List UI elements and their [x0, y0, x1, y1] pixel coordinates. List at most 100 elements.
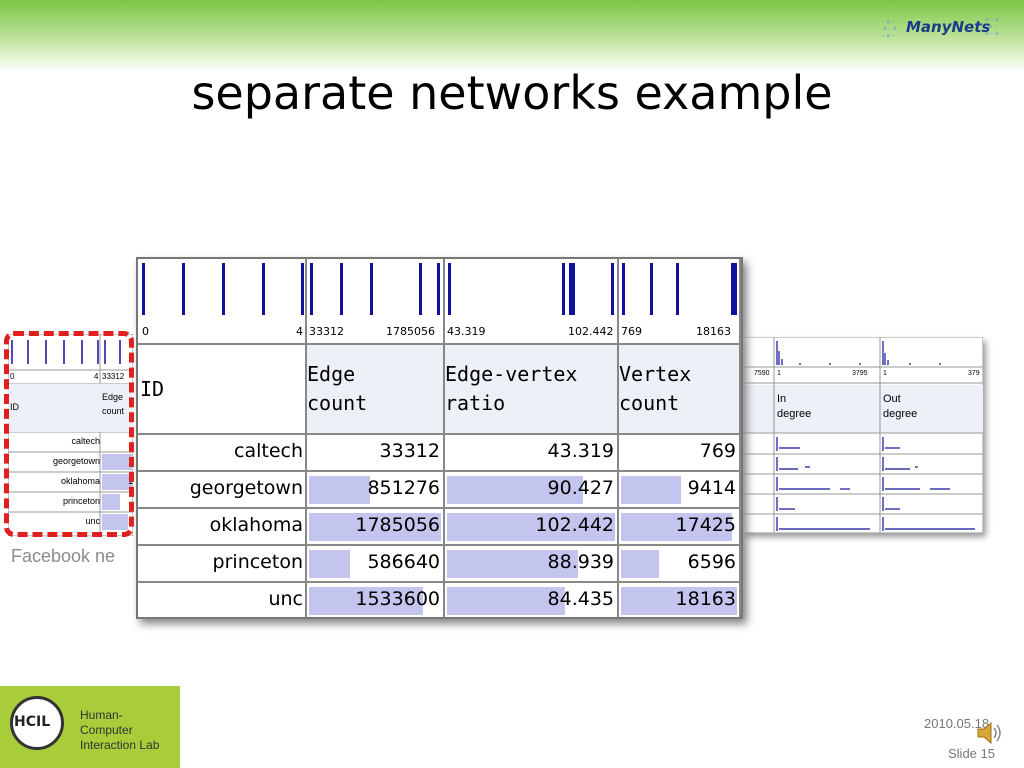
header-bg-edge-count — [307, 345, 445, 433]
row-divider — [138, 470, 741, 472]
in-degree-header-1: In — [777, 393, 787, 405]
table-cell: 586640 — [307, 546, 443, 582]
row-divider — [138, 581, 741, 583]
header-bg-vertex-count — [619, 345, 741, 433]
cell-value: 851276 — [367, 477, 440, 499]
row-id: oklahoma — [209, 514, 303, 536]
value-bar — [447, 587, 565, 615]
id-range-min: 0 — [142, 325, 149, 338]
edge-vertex-header-1[interactable]: Edge-vertex — [445, 362, 578, 386]
vertex-count-min: 769 — [621, 325, 642, 338]
id-range-max: 4 — [296, 325, 303, 338]
speaker-icon[interactable] — [972, 716, 1006, 750]
small-col-header-2: count — [102, 406, 125, 416]
small-row-oklahoma: oklahoma — [60, 476, 100, 486]
slide-title: separate networks example — [191, 66, 833, 120]
value-bar — [621, 513, 732, 541]
column-divider — [305, 259, 307, 617]
small-range-max: 4 — [94, 372, 99, 381]
distribution-tick — [340, 263, 343, 315]
caption-text: Facebook ne — [11, 546, 116, 566]
degree-range-partial: 7590 — [754, 370, 770, 377]
edge-count-max: 1785056 — [386, 325, 435, 338]
distribution-tick — [611, 263, 614, 315]
slide-date: 2010.05.18 — [924, 716, 990, 731]
vertex-count-header-1[interactable]: Vertex — [619, 362, 692, 386]
cell-value: 1785056 — [355, 514, 440, 536]
table-cell: 6596 — [619, 546, 739, 582]
logo-dots-left: ∙∘∙∘∙∘∙∘∙ — [882, 16, 899, 40]
row-divider — [138, 343, 741, 345]
column-divider — [617, 259, 619, 617]
small-range-min: 0 — [10, 372, 15, 381]
edge-count-header-1[interactable]: Edge — [307, 362, 356, 386]
in-degree-max: 3795 — [852, 370, 868, 377]
table-cell: 88.939 — [445, 546, 617, 582]
out-degree-header-1: Out — [883, 393, 901, 405]
edge-vertex-header-2[interactable]: ratio — [445, 391, 506, 415]
value-bar — [309, 476, 370, 504]
small-row-unc: unc — [85, 516, 100, 526]
table-cell: 1785056 — [307, 509, 443, 545]
table-cell: 851276 — [307, 472, 443, 508]
cell-value: 769 — [699, 440, 736, 462]
cell-value: 9414 — [687, 477, 736, 499]
out-degree-header-2: degree — [883, 408, 918, 420]
value-bar — [447, 550, 578, 578]
table-cell: 43.319 — [445, 435, 617, 471]
cell-value: 43.319 — [547, 440, 614, 462]
hcil-line-3: Interaction Lab — [80, 738, 160, 752]
distribution-tick — [676, 263, 679, 315]
row-divider — [138, 507, 741, 509]
cell-value: 90.427 — [547, 477, 614, 499]
small-id-header: ID — [10, 402, 19, 412]
network-stats-table: 0 4 33312 1785056 43.319 102.442 769 181… — [136, 257, 743, 619]
distribution-tick — [569, 263, 575, 315]
cell-value: 33312 — [379, 440, 440, 462]
small-row-georgetown: georgetown — [52, 456, 100, 466]
table-cell: 84.435 — [445, 583, 617, 619]
table-cell: 769 — [619, 435, 739, 471]
table-cell: 90.427 — [445, 472, 617, 508]
cell-value: 88.939 — [547, 551, 614, 573]
small-col-min: 33312 — [102, 372, 125, 381]
hcil-logo-letters: HCIL — [14, 714, 51, 730]
header-bg-edge-vertex — [445, 345, 619, 433]
distribution-tick — [419, 263, 422, 315]
distribution-tick — [262, 263, 265, 315]
table-cell: 18163 — [619, 583, 739, 619]
row-id: princeton — [212, 551, 303, 573]
value-bar — [447, 513, 615, 541]
table-cell: 1533600 — [307, 583, 443, 619]
distribution-tick — [622, 263, 625, 315]
edge-count-min: 33312 — [309, 325, 344, 338]
cell-value: 1533600 — [355, 588, 440, 610]
row-divider — [138, 433, 741, 435]
cell-value: 17425 — [675, 514, 736, 536]
vertex-count-header-2[interactable]: count — [619, 391, 680, 415]
value-bar — [621, 587, 737, 615]
degree-table: 7590 1 3795 1 379 In degree Out degree — [739, 336, 984, 534]
id-column-header[interactable]: ID — [140, 377, 165, 401]
column-divider — [739, 259, 741, 617]
cell-value: 6596 — [687, 551, 736, 573]
distribution-tick — [222, 263, 225, 315]
distribution-tick — [142, 263, 145, 315]
hcil-logo-circle — [10, 696, 64, 750]
distribution-tick — [370, 263, 373, 315]
edge-vertex-max: 102.442 — [568, 325, 614, 338]
slide-number: Slide 15 — [948, 746, 995, 761]
distribution-tick — [448, 263, 451, 315]
row-id: caltech — [234, 440, 303, 462]
table-cell: 33312 — [307, 435, 443, 471]
column-divider — [443, 259, 445, 617]
edge-count-header-2[interactable]: count — [307, 391, 368, 415]
row-id: unc — [268, 588, 303, 610]
row-id: georgetown — [189, 477, 303, 499]
cell-value: 102.442 — [535, 514, 614, 536]
in-degree-min: 1 — [777, 370, 781, 377]
degree-table-grid — [739, 336, 984, 534]
value-bar — [309, 550, 350, 578]
value-bar — [309, 513, 441, 541]
small-table-grid — [7, 333, 134, 537]
